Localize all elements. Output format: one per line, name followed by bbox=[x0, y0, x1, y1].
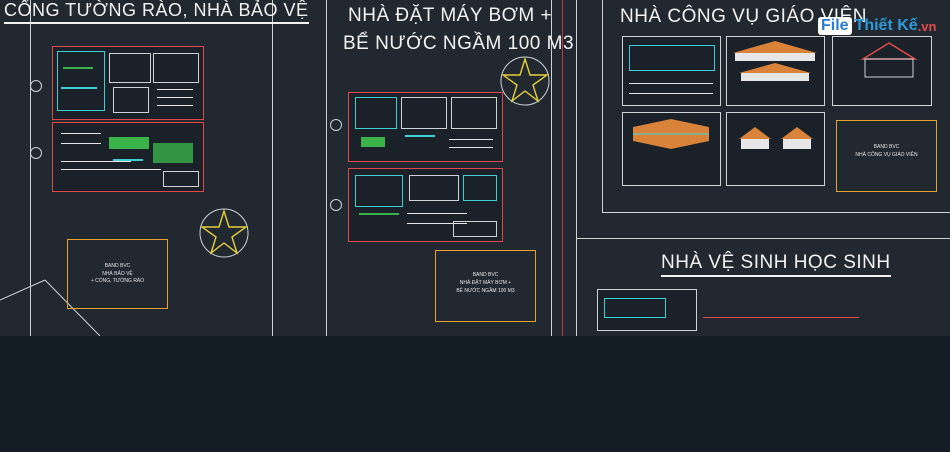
title-be-nuoc-ngam: BỂ NƯỚC NGẦM 100 M3 bbox=[343, 33, 575, 54]
frame-line bbox=[602, 212, 950, 213]
drawing-sheet[interactable] bbox=[622, 112, 721, 186]
logo-tld: .vn bbox=[917, 18, 937, 34]
logo-file: File bbox=[818, 17, 852, 35]
title-nha-dat-may-bom: NHÀ ĐẶT MÁY BƠM + bbox=[348, 5, 553, 26]
stamp-line: BAND BVC bbox=[873, 144, 900, 150]
title-nha-ve-sinh: NHÀ VỆ SINH HỌC SINH bbox=[661, 252, 891, 277]
title-stamp-middle[interactable]: BAND BVC NHÀ ĐẶT MÁY BƠM + BỂ NƯỚC NGẦM … bbox=[435, 250, 536, 322]
drawing-sheet[interactable] bbox=[348, 92, 503, 162]
binder-hole bbox=[330, 199, 342, 211]
title-stamp-right[interactable]: BAND BVC NHÀ CÔNG VỤ GIÁO VIÊN bbox=[836, 120, 937, 192]
title-nha-cong-vu: NHÀ CÔNG VỤ GIÁO VIÊN bbox=[620, 6, 867, 27]
red-frame-line bbox=[562, 0, 563, 336]
sheet-edge bbox=[703, 317, 859, 318]
star-symbol bbox=[500, 56, 550, 106]
drawing-sheet[interactable] bbox=[348, 168, 503, 242]
frame-line bbox=[576, 238, 950, 239]
frame-line bbox=[551, 0, 552, 336]
binder-hole bbox=[30, 147, 42, 159]
stamp-line: BAND BVC bbox=[104, 263, 131, 269]
stamp-line: BAND BVC bbox=[472, 272, 499, 278]
frame-line bbox=[576, 0, 577, 336]
empty-dark-area bbox=[0, 336, 950, 452]
star-symbol bbox=[199, 208, 249, 258]
logo-text: Thiết Kế bbox=[854, 17, 918, 34]
drawing-sheet[interactable] bbox=[597, 289, 697, 331]
filethietke-logo: File Thiết Kế .vn bbox=[818, 14, 936, 38]
binder-hole bbox=[30, 80, 42, 92]
drawing-sheet[interactable] bbox=[622, 36, 721, 106]
stamp-line: NHÀ CÔNG VỤ GIÁO VIÊN bbox=[855, 152, 918, 158]
stamp-line: NHÀ ĐẶT MÁY BƠM + bbox=[459, 280, 512, 286]
drawing-sheet[interactable] bbox=[52, 46, 204, 120]
frame-line bbox=[602, 0, 603, 212]
stamp-line: + CỔNG, TƯỜNG RÀO bbox=[90, 278, 145, 284]
frame-line bbox=[272, 0, 273, 336]
drawing-sheet[interactable] bbox=[52, 122, 204, 192]
stamp-line: BỂ NƯỚC NGẦM 100 M3 bbox=[456, 288, 515, 294]
cad-drawing-canvas[interactable]: CỔNG TƯỜNG RÀO, NHÀ BẢO VỆ NHÀ ĐẶT MÁY B… bbox=[0, 0, 950, 336]
frame-line bbox=[326, 0, 327, 336]
drawing-sheet[interactable] bbox=[832, 36, 932, 106]
title-cong-tuong-rao: CỔNG TƯỜNG RÀO, NHÀ BẢO VỆ bbox=[4, 0, 309, 24]
drawing-sheet[interactable] bbox=[726, 36, 825, 106]
binder-hole bbox=[330, 119, 342, 131]
stamp-line: NHÀ BẢO VỆ bbox=[102, 271, 133, 277]
frame-line bbox=[30, 0, 31, 336]
title-stamp-left[interactable]: BAND BVC NHÀ BẢO VỆ + CỔNG, TƯỜNG RÀO bbox=[67, 239, 168, 309]
drawing-sheet[interactable] bbox=[726, 112, 825, 186]
